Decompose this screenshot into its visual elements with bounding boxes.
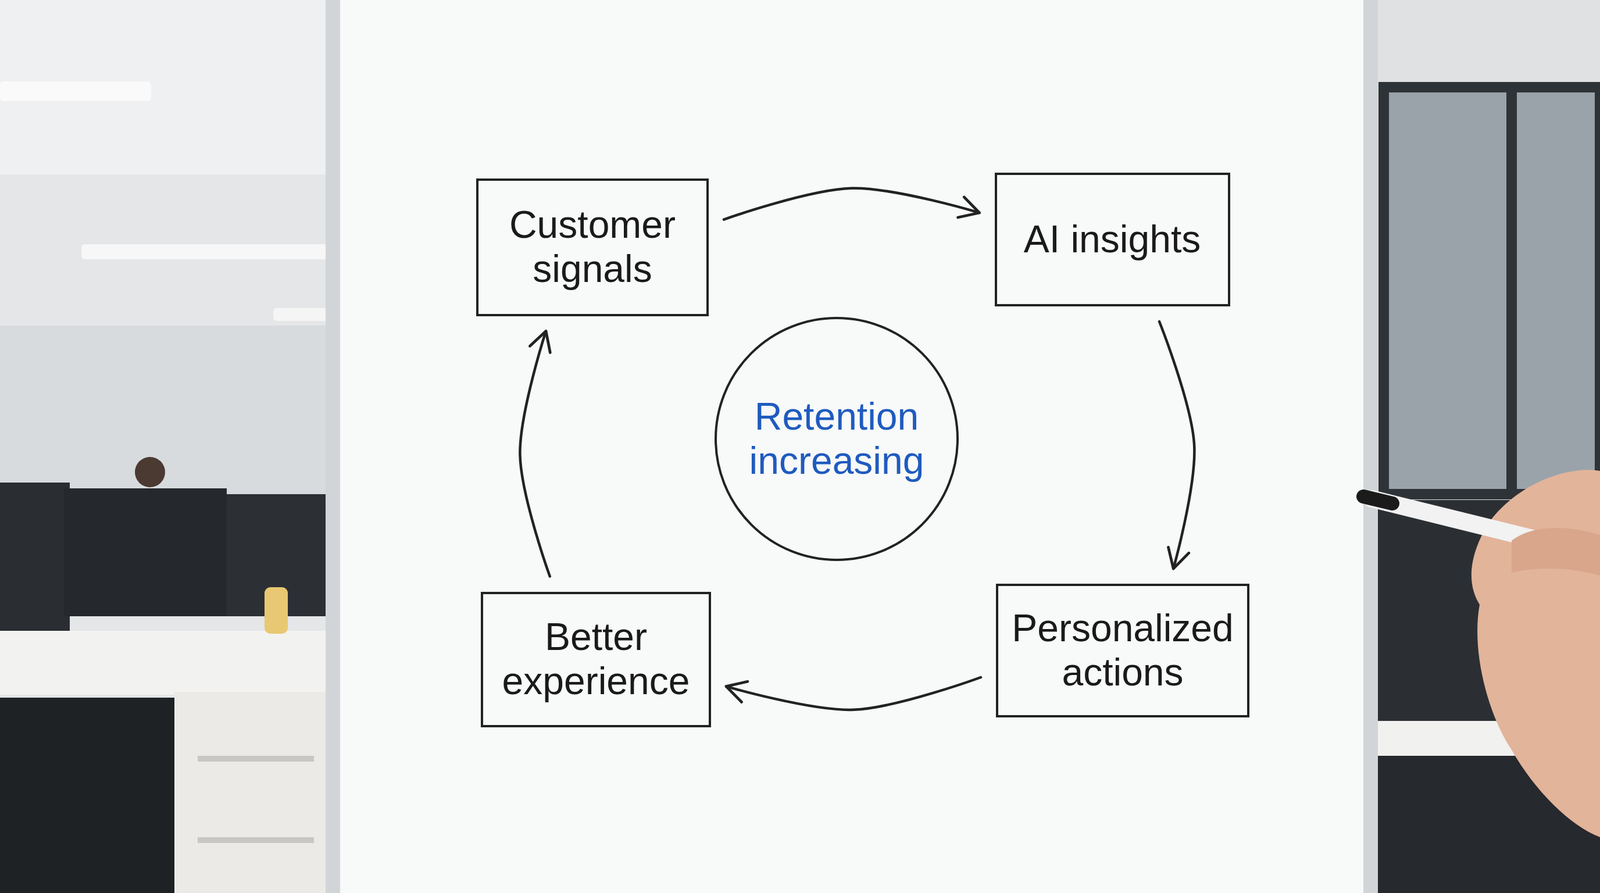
process-box: Personalized actions <box>995 583 1250 718</box>
whiteboard <box>340 0 1364 893</box>
monitor <box>0 482 70 646</box>
text-stack: Personalized actions <box>1013 606 1232 695</box>
text-stack: AI insights <box>1023 217 1201 262</box>
circle-outline-stroke <box>715 318 958 560</box>
drawer-cabinet <box>174 691 338 893</box>
cycle-arrow <box>723 188 980 220</box>
cycle-arrow <box>519 331 550 577</box>
finger <box>1511 527 1600 576</box>
box-label: Better experience <box>498 615 694 704</box>
text-stack: Better experience <box>498 615 694 704</box>
office-chair <box>0 697 175 893</box>
box-label: AI insights <box>1023 217 1201 262</box>
monitor <box>63 488 227 617</box>
window-mullion <box>1506 87 1517 495</box>
person-head <box>134 456 166 488</box>
goal-text: Retention increasing <box>740 394 933 484</box>
goal-circle: Retention increasing <box>713 316 960 562</box>
process-box: Customer signals <box>476 178 709 317</box>
window <box>1383 87 1600 495</box>
whiteboard-frame <box>325 0 1378 893</box>
cycle-arrow <box>726 677 981 710</box>
desk <box>0 630 338 695</box>
process-box: AI insights <box>994 172 1231 307</box>
drawer-handle <box>197 755 314 762</box>
text-stack: Retention increasing <box>740 394 933 484</box>
box-label: Customer signals <box>493 202 692 292</box>
window-frame <box>1383 87 1600 495</box>
bottle <box>264 587 288 634</box>
marker-tip <box>1363 496 1393 504</box>
cycle-arrow <box>1159 321 1195 569</box>
drawer-handle <box>197 837 314 844</box>
right-wall <box>1372 0 1600 893</box>
box-label: Personalized actions <box>1011 606 1234 695</box>
process-box: Better experience <box>480 591 712 728</box>
ceiling-light <box>81 244 338 260</box>
text-stack: Customer signals <box>493 202 692 292</box>
ceiling-light <box>0 81 152 102</box>
